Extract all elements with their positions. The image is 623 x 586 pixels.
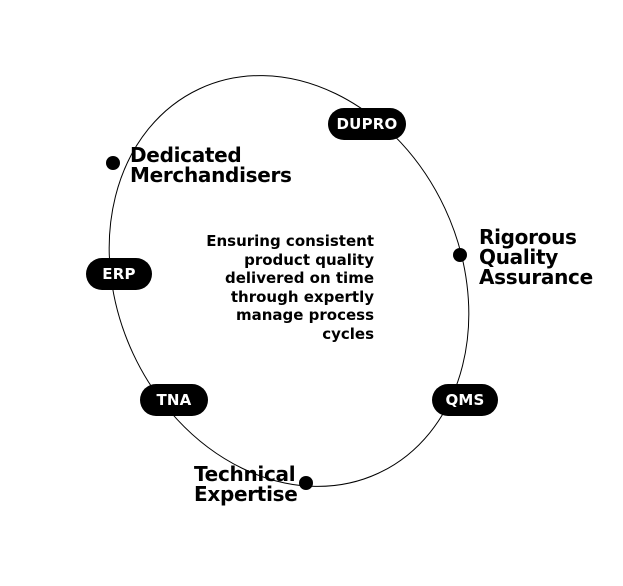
- center-description: Ensuring consistent product quality deli…: [206, 232, 374, 343]
- erp-pill[interactable]: ERP: [86, 258, 152, 290]
- technical-label: Technical Expertise: [194, 462, 298, 506]
- dupro-pill[interactable]: DUPRO: [328, 108, 406, 140]
- tna-pill[interactable]: TNA: [140, 384, 208, 416]
- quality-dot: [453, 248, 467, 262]
- technical-dot: [299, 476, 313, 490]
- merchandisers-label: Dedicated Merchandisers: [130, 143, 292, 187]
- merchandisers-dot: [106, 156, 120, 170]
- cycle-ellipse: [108, 75, 470, 487]
- quality-label: Rigorous Quality Assurance: [479, 225, 593, 289]
- qms-pill[interactable]: QMS: [432, 384, 498, 416]
